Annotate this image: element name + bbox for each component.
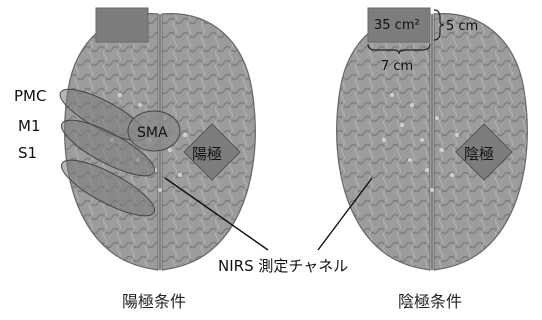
pad-height-label: 5 cm <box>446 19 478 34</box>
s1-label: S1 <box>18 144 37 162</box>
left-top-electrode-pad <box>96 8 148 42</box>
cathode-label: 陰極 <box>464 145 494 163</box>
right-caption: 陰極条件 <box>398 292 462 311</box>
sma-label: SMA <box>137 125 168 141</box>
nirs-channel-label: NIRS 測定チャネル <box>218 257 348 275</box>
pad-width-label: 7 cm <box>381 59 413 74</box>
pmc-label: PMC <box>14 87 46 105</box>
anode-label: 陽極 <box>192 145 222 163</box>
left-caption: 陽極条件 <box>122 292 186 311</box>
left-brain: PMC M1 S1 SMA 陽極 <box>14 8 255 270</box>
m1-label: M1 <box>18 117 41 135</box>
right-brain: 35 cm² 5 cm 7 cm 陰極 <box>337 8 528 270</box>
pad-area-label: 35 cm² <box>374 18 420 33</box>
